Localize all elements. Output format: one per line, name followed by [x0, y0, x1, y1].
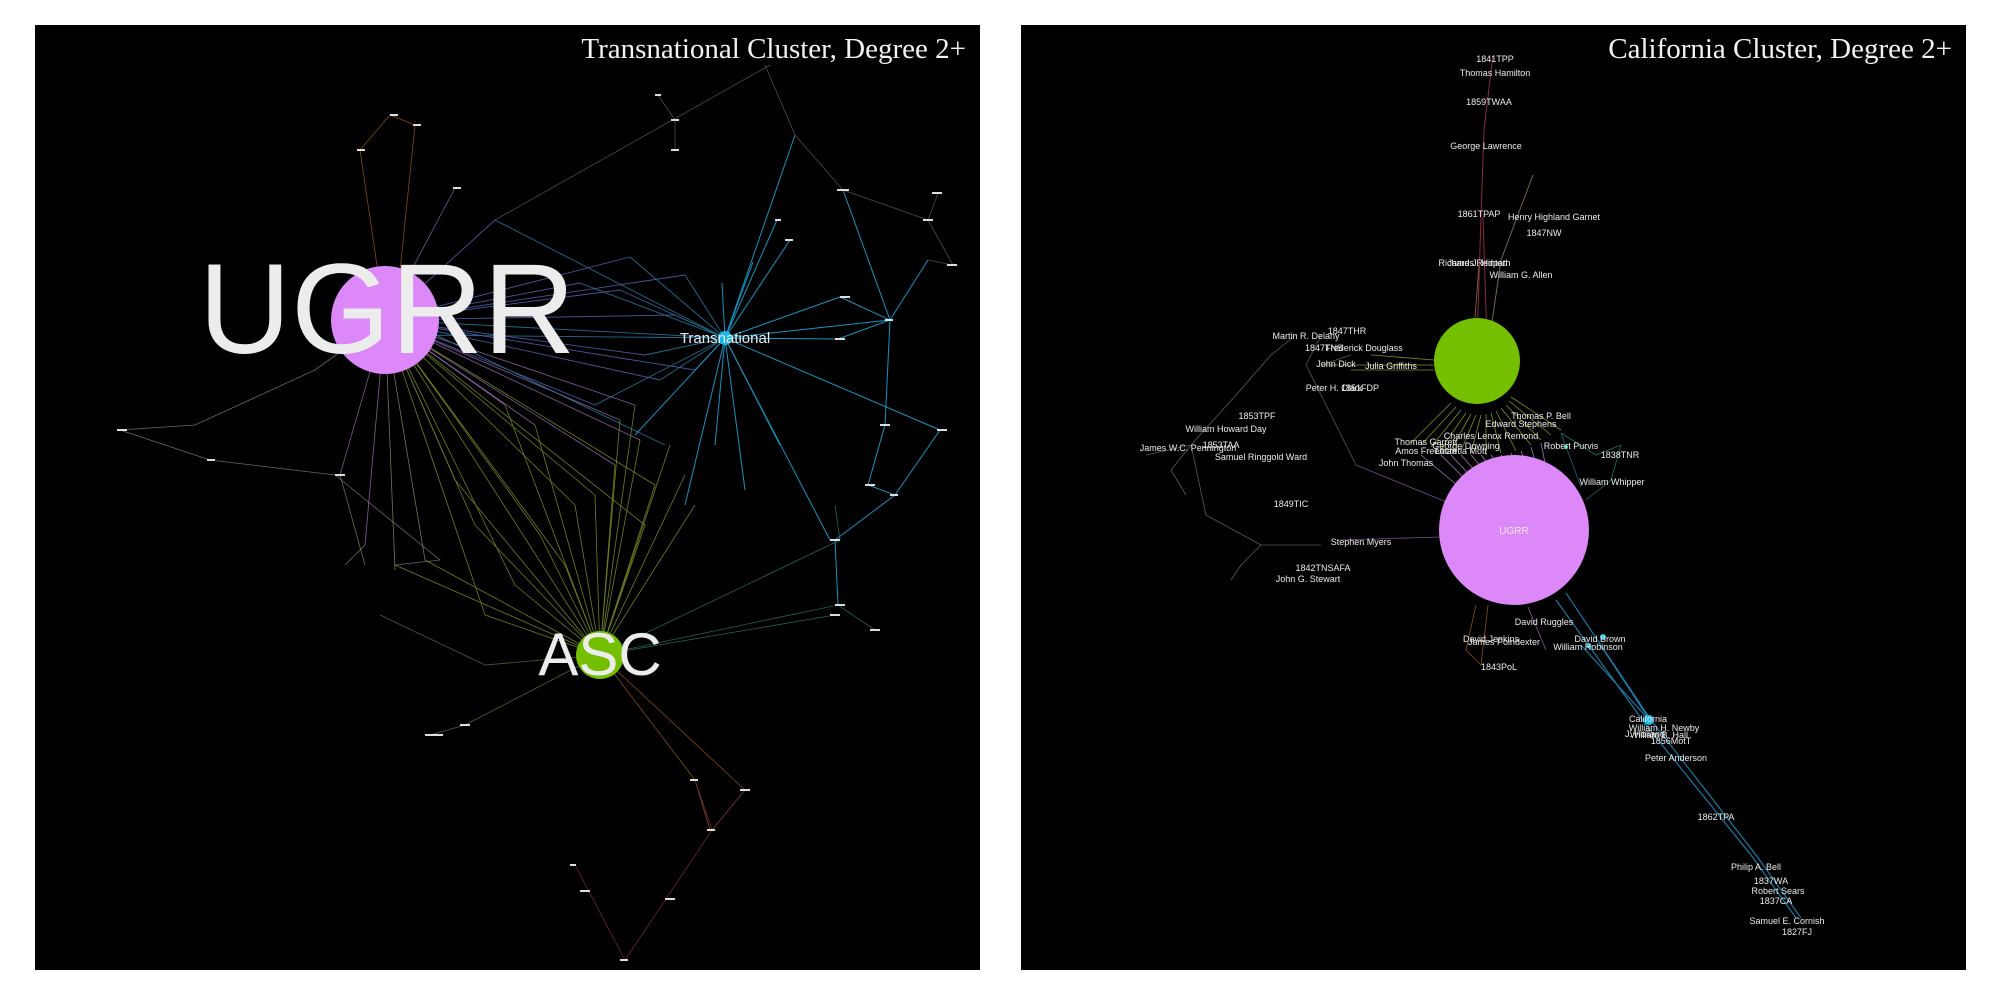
node-label: Charles Lenox Remond [1444, 431, 1539, 441]
node-label: J. Holland [1625, 729, 1665, 739]
ugrr-hub-node[interactable] [1439, 455, 1589, 605]
node-label: 1847TNS [1305, 343, 1343, 353]
node-label: James W.C. Pennington [1140, 443, 1237, 453]
node-labels: 1841TPP Thomas Hamilton 1859TWAA George … [1140, 54, 1825, 937]
ugrr-hub-node[interactable] [331, 266, 439, 374]
node-label: William Howard Day [1185, 424, 1267, 434]
panel-title: California Cluster, Degree 2+ [1608, 33, 1952, 65]
node-label: William H. Newby [1629, 723, 1700, 733]
node-label: Robert Sears [1751, 886, 1805, 896]
edges-california-chain [1555, 592, 1802, 919]
node-label: Stephen Myers [1331, 537, 1392, 547]
node-label: James Redpath [1447, 258, 1510, 268]
node-label: John Thomas [1379, 458, 1434, 468]
node-label: 1827FJ [1782, 927, 1812, 937]
transnational-hub-node[interactable] [718, 331, 732, 345]
robert-purvis-node [1564, 445, 1568, 449]
node-label: Peter Anderson [1645, 753, 1707, 763]
edges-green-fan [1321, 354, 1562, 455]
node-label: Martin R. Delany [1272, 331, 1340, 341]
node-label: William Robinson [1553, 642, 1623, 652]
node-label: Samuel E. Cornish [1749, 916, 1824, 926]
node-label: 1837CA [1760, 896, 1793, 906]
node-label: William B. Hall [1630, 730, 1688, 740]
panel-title: Transnational Cluster, Degree 2+ [581, 33, 966, 65]
edges-misc-right [1145, 334, 1622, 666]
node-label: 1841TPP [1476, 54, 1514, 64]
node-label: 1861TPAP [1458, 209, 1501, 219]
node-label: 1842TNSAFA [1295, 563, 1350, 573]
node-label: Philip A. Bell [1731, 862, 1781, 872]
asc-hub-node[interactable] [576, 631, 624, 679]
node-label: George Downing [1432, 441, 1500, 451]
node-label: 1859TWAA [1466, 97, 1512, 107]
ugrr-hub-label: UGRR [1499, 526, 1528, 537]
node-label: 1847THR [1328, 326, 1367, 336]
california-network-graph: UGRR 1841TPP Thomas Hamilton 1859TWAA Ge… [1140, 54, 1825, 937]
node-label: John G. Stewart [1276, 574, 1341, 584]
node-label: 1853TPF [1238, 411, 1276, 421]
transnational-cluster-panel: UGRR ASC Transnational Transnational Clu… [35, 25, 980, 970]
node-label: Lucretia Mott [1435, 446, 1488, 456]
node-label: John Dick [1316, 359, 1356, 369]
node-label: 1843PoL [1481, 662, 1517, 672]
node-label: 1838TNR [1601, 450, 1640, 460]
node-label: David Brown [1574, 634, 1625, 644]
edges-transnational-hub [634, 134, 941, 606]
node-label: George Lawrence [1450, 141, 1522, 151]
transnational-network-graph: UGRR ASC Transnational [117, 64, 957, 961]
node-label: Edward Stephens [1485, 419, 1557, 429]
node-label: David Jenkins [1463, 634, 1520, 644]
node-label: Thomas Garrett [1394, 437, 1458, 447]
small-nodes [117, 94, 957, 961]
node-label: Henry Highland Garnet [1508, 212, 1601, 222]
david-brown-node [1600, 634, 1606, 640]
node-label: 1847NW [1526, 228, 1562, 238]
node-label: Richard J. Hinton [1438, 258, 1507, 268]
node-label: 1851FDP [1341, 383, 1379, 393]
william-robinson-node [1586, 643, 1592, 649]
node-label: 1856MotT [1651, 736, 1692, 746]
node-label: Samuel Ringgold Ward [1215, 452, 1307, 462]
california-cluster-panel: UGRR 1841TPP Thomas Hamilton 1859TWAA Ge… [1021, 25, 1966, 970]
california-hub-node[interactable] [1644, 715, 1654, 725]
node-label: 1853TAA [1203, 440, 1240, 450]
node-label: William Whipper [1579, 477, 1644, 487]
node-label: Thomas P. Bell [1511, 411, 1571, 421]
node-label: William G. Allen [1489, 270, 1552, 280]
edges-misc [119, 64, 954, 961]
transnational-hub-label: Transnational [680, 330, 770, 347]
node-label: Robert Purvis [1544, 441, 1599, 451]
node-label: 1862TPA [1698, 812, 1735, 822]
node-label: Amos Freeman [1395, 446, 1457, 456]
node-label: Julia Griffiths [1365, 361, 1417, 371]
ugrr-hub-label: UGRR [199, 238, 576, 381]
node-label: 1837WA [1754, 876, 1788, 886]
node-label: Frederick Douglass [1325, 343, 1403, 353]
node-label: David Ruggles [1515, 617, 1574, 627]
node-label: 1849TIC [1274, 499, 1309, 509]
node-label: James Poindexter [1468, 637, 1540, 647]
node-label: Peter H. Clark [1306, 383, 1363, 393]
node-label: Thomas Hamilton [1460, 68, 1531, 78]
asc-hub-label: ASC [538, 621, 661, 688]
green-hub-node[interactable] [1434, 318, 1520, 404]
node-label: California [1629, 714, 1667, 724]
